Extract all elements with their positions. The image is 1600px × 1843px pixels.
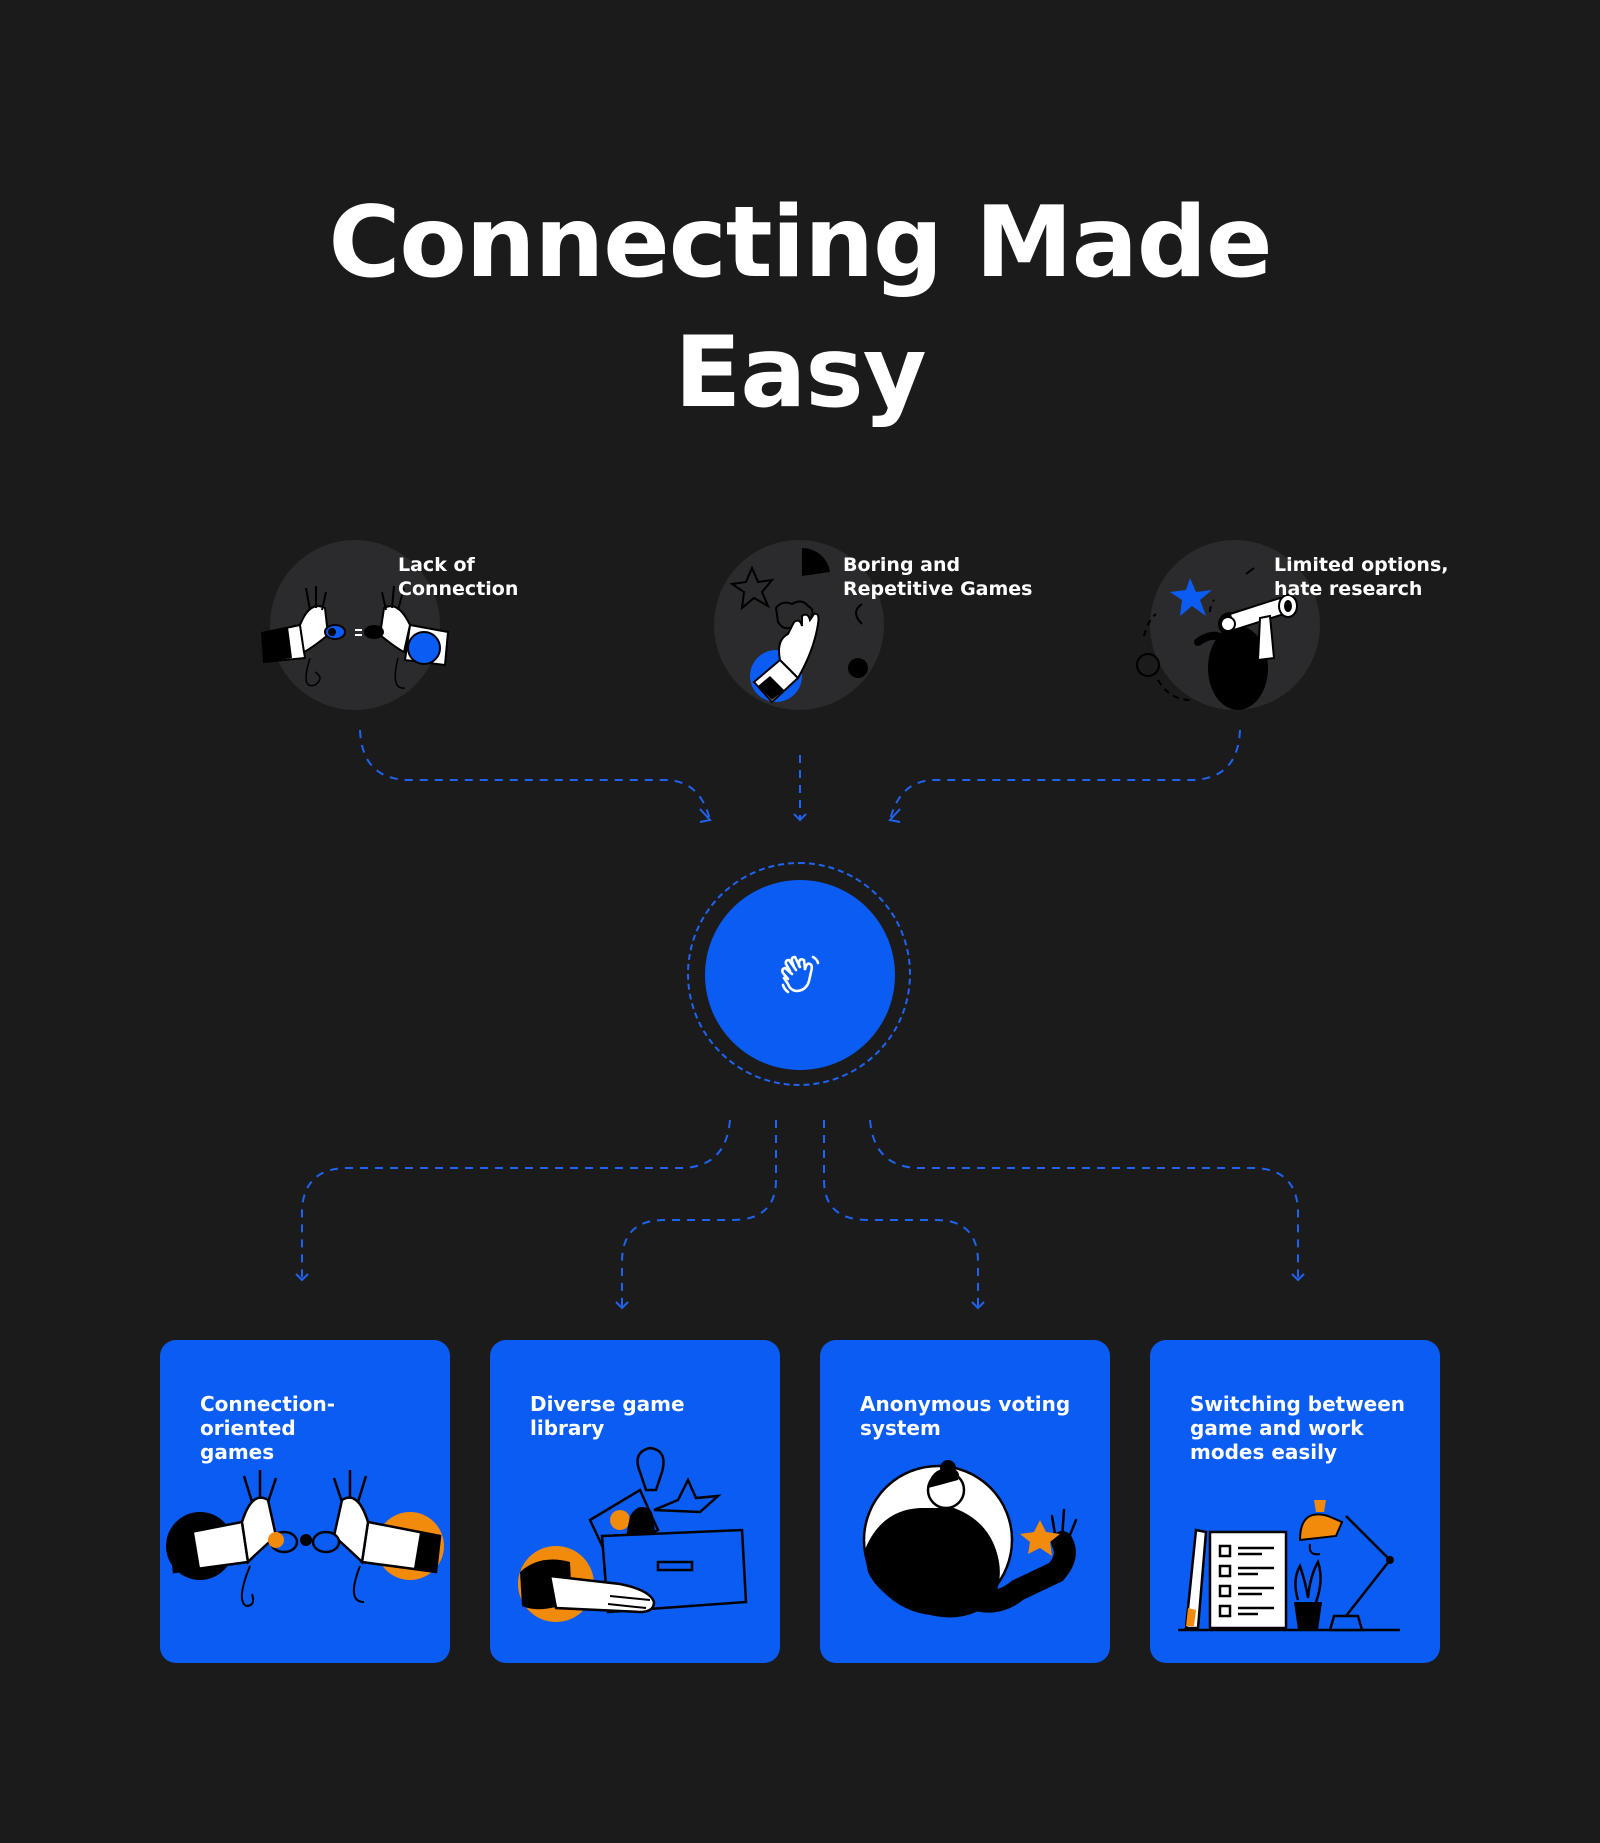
game-box-icon (518, 1446, 748, 1622)
arrowhead-problem-3 (888, 808, 901, 823)
hub-circle (705, 880, 895, 1070)
problem-3-circle (1136, 540, 1320, 710)
problem-3-label: Limited options, hate research (1274, 554, 1449, 600)
arrowhead-feature-1 (295, 1273, 309, 1282)
waving-hand-shapes-icon (729, 547, 868, 704)
arrowhead-feature-2 (615, 1301, 629, 1310)
connector-problem-1 (359, 729, 711, 821)
title-line-1: Connecting Made (328, 186, 1272, 300)
hub-dashed-ring (687, 862, 911, 1086)
connector-feature-1 (301, 1119, 731, 1278)
connector-feature-4 (869, 1119, 1299, 1278)
connector-feature-2 (621, 1120, 777, 1306)
feature-card-4: Switching between game and work modes ea… (1150, 1340, 1440, 1663)
problem-2-circle (714, 540, 884, 710)
feature-3-label: Anonymous voting system (860, 1392, 1071, 1440)
arrowhead-problem-1 (699, 808, 712, 823)
feature-card-2: Diverse game library (490, 1340, 780, 1663)
problem-1-label: Lack of Connection (398, 554, 519, 600)
connector-feature-3 (823, 1120, 979, 1306)
feature-card-3: Anonymous voting system (820, 1340, 1110, 1663)
problem-2-label: Boring and Repetitive Games (843, 554, 1033, 600)
feature-2-label: Diverse game library (530, 1392, 685, 1440)
feature-1-label: Connection-oriented games (200, 1392, 336, 1464)
hands-connecting-icon (166, 1470, 444, 1608)
person-holding-star-icon (862, 1460, 1078, 1618)
feature-4-label: Switching between game and work modes ea… (1190, 1392, 1406, 1464)
problem-1-circle (260, 540, 450, 710)
connector-problem-3 (889, 729, 1241, 821)
feature-card-1: Connection-oriented games (160, 1340, 450, 1663)
desk-lamp-checklist-icon (1178, 1500, 1400, 1632)
arrowhead-problem-2 (793, 813, 807, 822)
arrowhead-feature-4 (1291, 1273, 1305, 1282)
page-title: Connecting Made Easy (0, 178, 1600, 438)
title-line-2: Easy (674, 316, 926, 430)
hands-connecting-icon (260, 585, 450, 689)
arrowhead-feature-3 (971, 1301, 985, 1310)
waving-hand-icon (781, 955, 820, 994)
telescope-person-icon (1136, 567, 1298, 710)
